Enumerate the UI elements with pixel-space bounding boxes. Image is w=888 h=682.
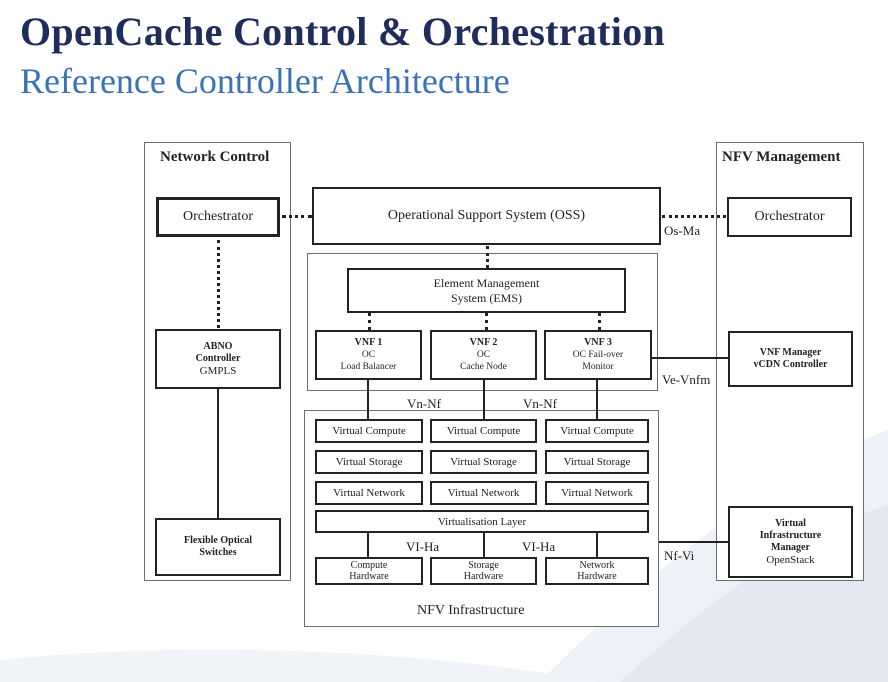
vim-line3: Manager xyxy=(771,542,810,553)
vnf-manager-box: VNF Manager vCDN Controller xyxy=(728,331,853,387)
ems-line2: System (EMS) xyxy=(450,290,522,305)
vnf3-compute-link xyxy=(596,380,598,419)
ems-vnf1-link xyxy=(368,313,371,330)
vim-line4: OpenStack xyxy=(766,554,815,566)
virtual-compute-2: Virtual Compute xyxy=(430,419,537,443)
page-subtitle: Reference Controller Architecture xyxy=(20,61,510,101)
virtualisation-layer: Virtualisation Layer xyxy=(315,510,649,533)
vnf2-name: VNF 2 xyxy=(469,337,498,348)
ems-vnf3-link xyxy=(598,313,601,330)
vnf3-name: VNF 3 xyxy=(584,337,612,348)
ems-vnf2-link xyxy=(485,313,488,330)
abno-label: ABNO xyxy=(203,341,233,352)
ems-box: Element Management System (EMS) xyxy=(347,268,626,313)
vnf1-name: VNF 1 xyxy=(354,337,383,348)
compute-hw-line2: Hardware xyxy=(349,571,389,582)
vnf3-line2: OC Fail-over xyxy=(572,350,624,360)
vi-ha-label-2: VI-Ha xyxy=(522,539,556,554)
virtual-storage-3: Virtual Storage xyxy=(545,450,649,474)
vim-box: Virtual Infrastructure Manager OpenStack xyxy=(728,506,853,578)
storage-hardware: Storage Hardware xyxy=(430,557,537,585)
virtual-network-2-label: Virtual Network xyxy=(447,487,520,499)
abno-controller-box: ABNO Controller GMPLS xyxy=(155,329,281,389)
virtual-storage-1: Virtual Storage xyxy=(315,450,423,474)
vnf1-box: VNF 1 OC Load Balancer xyxy=(315,330,422,380)
nfv-orchestrator-label: Orchestrator xyxy=(754,209,825,224)
vnf2-line2: OC xyxy=(476,350,491,360)
storage-hw-line2: Hardware xyxy=(463,571,504,582)
vn-nf-label-2: Vn-Nf xyxy=(523,396,557,411)
vnf-manager-line1: VNF Manager xyxy=(759,347,822,358)
vnf2-line3: Cache Node xyxy=(460,362,507,372)
virtual-network-2: Virtual Network xyxy=(430,481,537,505)
oss-ems-link xyxy=(486,246,489,268)
vnf1-line3: Load Balancer xyxy=(340,362,397,372)
network-control-heading: Network Control xyxy=(160,149,270,165)
vnf-manager-line2: vCDN Controller xyxy=(753,359,828,370)
ve-vnfm-label: Ve-Vnfm xyxy=(662,372,711,387)
network-hw-line1: Network xyxy=(579,560,615,571)
vnf3-line3: Monitor xyxy=(582,362,614,372)
vl-storage-hw-link xyxy=(483,533,485,557)
nfvi-label: NFV Infrastructure xyxy=(417,603,525,618)
compute-hw-line1: Compute xyxy=(350,560,388,571)
oss-nfv-orchestrator-link xyxy=(662,215,726,218)
vim-line1: Virtual xyxy=(775,518,806,529)
network-orchestrator-box: Orchestrator xyxy=(156,197,280,237)
flexible-optical-switches-box: Flexible Optical Switches xyxy=(155,518,281,576)
vnf2-box: VNF 2 OC Cache Node xyxy=(430,330,537,380)
virtual-compute-3-label: Virtual Compute xyxy=(560,425,634,437)
network-orchestrator-oss-link xyxy=(282,215,312,218)
virtualisation-layer-label: Virtualisation Layer xyxy=(437,515,527,528)
vnf1-line2: OC xyxy=(361,350,376,360)
virtual-network-3: Virtual Network xyxy=(545,481,649,505)
virtual-compute-2-label: Virtual Compute xyxy=(446,425,521,437)
virtual-storage-2: Virtual Storage xyxy=(430,450,537,474)
vnf1-compute-link xyxy=(367,380,369,419)
orchestrator-abno-link xyxy=(217,240,220,328)
abno-controller-label: Controller xyxy=(195,353,241,364)
network-hw-line2: Hardware xyxy=(577,571,617,582)
virtual-compute-3: Virtual Compute xyxy=(545,419,649,443)
nfv-management-heading: NFV Management xyxy=(722,149,841,165)
virtual-storage-1-label: Virtual Storage xyxy=(335,456,403,468)
vnf3-vnf-manager-link xyxy=(652,357,728,359)
virtual-compute-1-label: Virtual Compute xyxy=(332,425,406,437)
vl-compute-hw-link xyxy=(367,533,369,557)
vnf2-compute-link xyxy=(483,380,485,419)
network-orchestrator-label: Orchestrator xyxy=(183,209,253,224)
abno-gmpls-label: GMPLS xyxy=(199,365,237,377)
virtual-network-1: Virtual Network xyxy=(315,481,423,505)
nfv-orchestrator-box: Orchestrator xyxy=(727,197,852,237)
compute-hardware: Compute Hardware xyxy=(315,557,423,585)
vim-line2: Infrastructure xyxy=(759,530,822,541)
virtual-network-1-label: Virtual Network xyxy=(333,487,405,499)
virtual-network-3-label: Virtual Network xyxy=(561,487,633,499)
os-ma-label: Os-Ma xyxy=(664,223,701,238)
oss-label: Operational Support System (OSS) xyxy=(387,208,586,223)
vl-network-hw-link xyxy=(596,533,598,557)
page-title: OpenCache Control & Orchestration xyxy=(20,9,666,54)
vnf3-box: VNF 3 OC Fail-over Monitor xyxy=(544,330,652,380)
vn-nf-label-1: Vn-Nf xyxy=(407,396,441,411)
abno-optical-link xyxy=(217,389,219,518)
oss-box: Operational Support System (OSS) xyxy=(312,187,661,245)
optical-line2: Switches xyxy=(199,547,237,558)
virtual-storage-2-label: Virtual Storage xyxy=(450,456,517,468)
storage-hw-line1: Storage xyxy=(468,560,499,571)
network-hardware: Network Hardware xyxy=(545,557,649,585)
virtual-compute-1: Virtual Compute xyxy=(315,419,423,443)
ems-line1: Element Management xyxy=(433,275,540,290)
nf-vi-label: Nf-Vi xyxy=(664,548,695,563)
virtual-storage-3-label: Virtual Storage xyxy=(563,456,631,468)
optical-line1: Flexible Optical xyxy=(183,535,253,546)
vi-ha-label-1: VI-Ha xyxy=(406,539,440,554)
nfvi-vim-link xyxy=(659,541,728,543)
